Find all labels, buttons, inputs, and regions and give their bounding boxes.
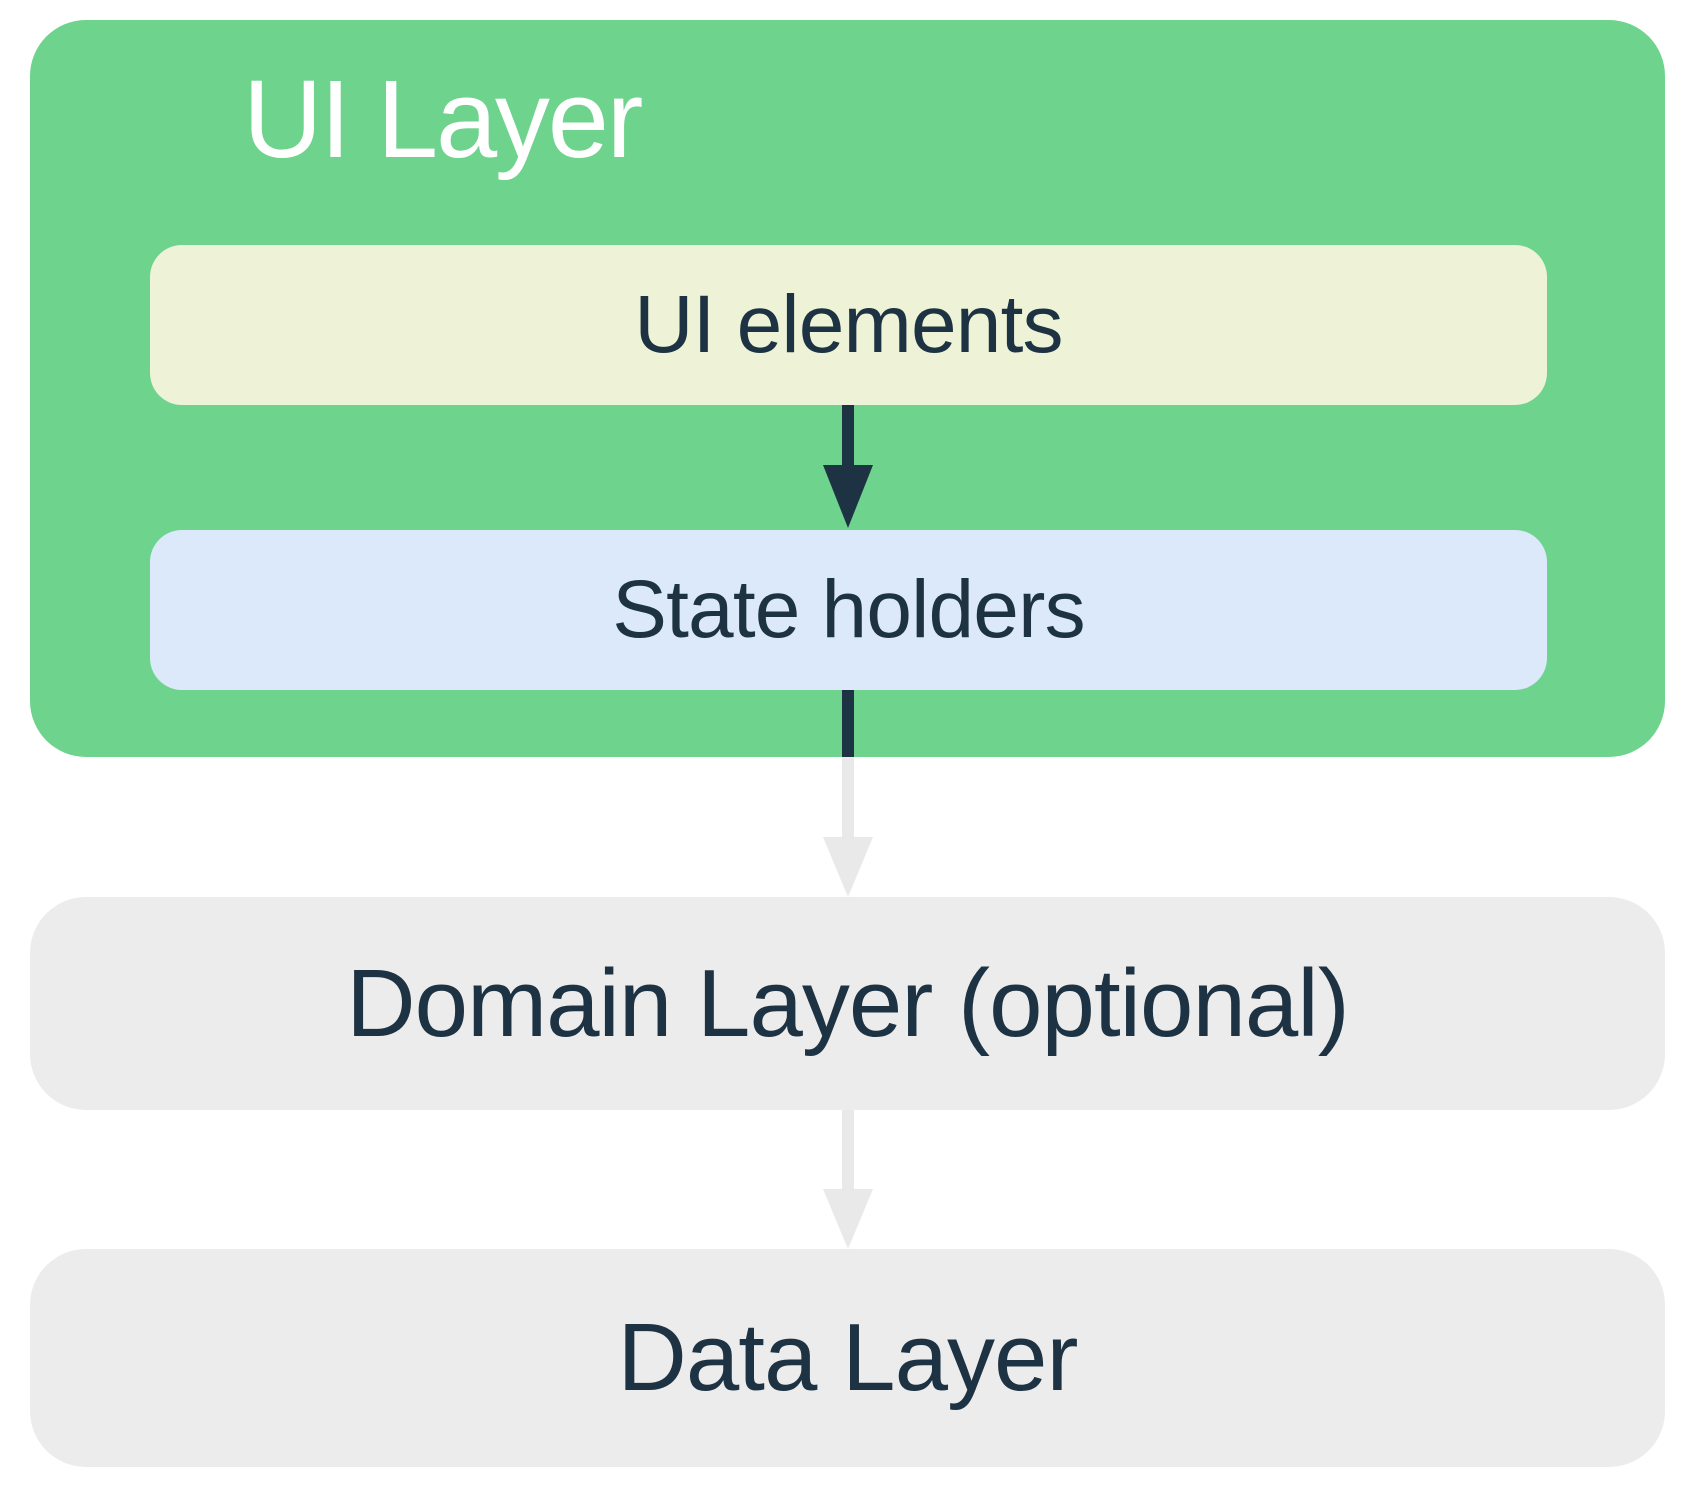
state-holders-label: State holders <box>612 564 1085 655</box>
domain-layer-box: Domain Layer (optional) <box>30 897 1665 1110</box>
state-holders-box: State holders <box>150 530 1547 690</box>
arrow-domain-to-data-stem <box>842 1110 854 1190</box>
arrow-down-icon <box>823 1189 873 1249</box>
domain-layer-label: Domain Layer (optional) <box>346 949 1349 1057</box>
ui-layer-label: UI Layer <box>243 58 643 181</box>
arrow-down-icon <box>823 465 873 528</box>
arrow-state-holders-to-domain-dark-stem <box>842 690 854 757</box>
data-layer-box: Data Layer <box>30 1249 1665 1467</box>
ui-elements-box: UI elements <box>150 245 1547 405</box>
data-layer-label: Data Layer <box>617 1304 1079 1411</box>
arrow-ui-elements-to-state-holders-stem <box>842 405 854 467</box>
arrow-down-icon <box>823 837 873 897</box>
ui-elements-label: UI elements <box>634 279 1063 370</box>
arrow-state-holders-to-domain-light-stem <box>842 757 854 838</box>
ui-layer-box: UI Layer UI elements State holders <box>30 20 1665 757</box>
